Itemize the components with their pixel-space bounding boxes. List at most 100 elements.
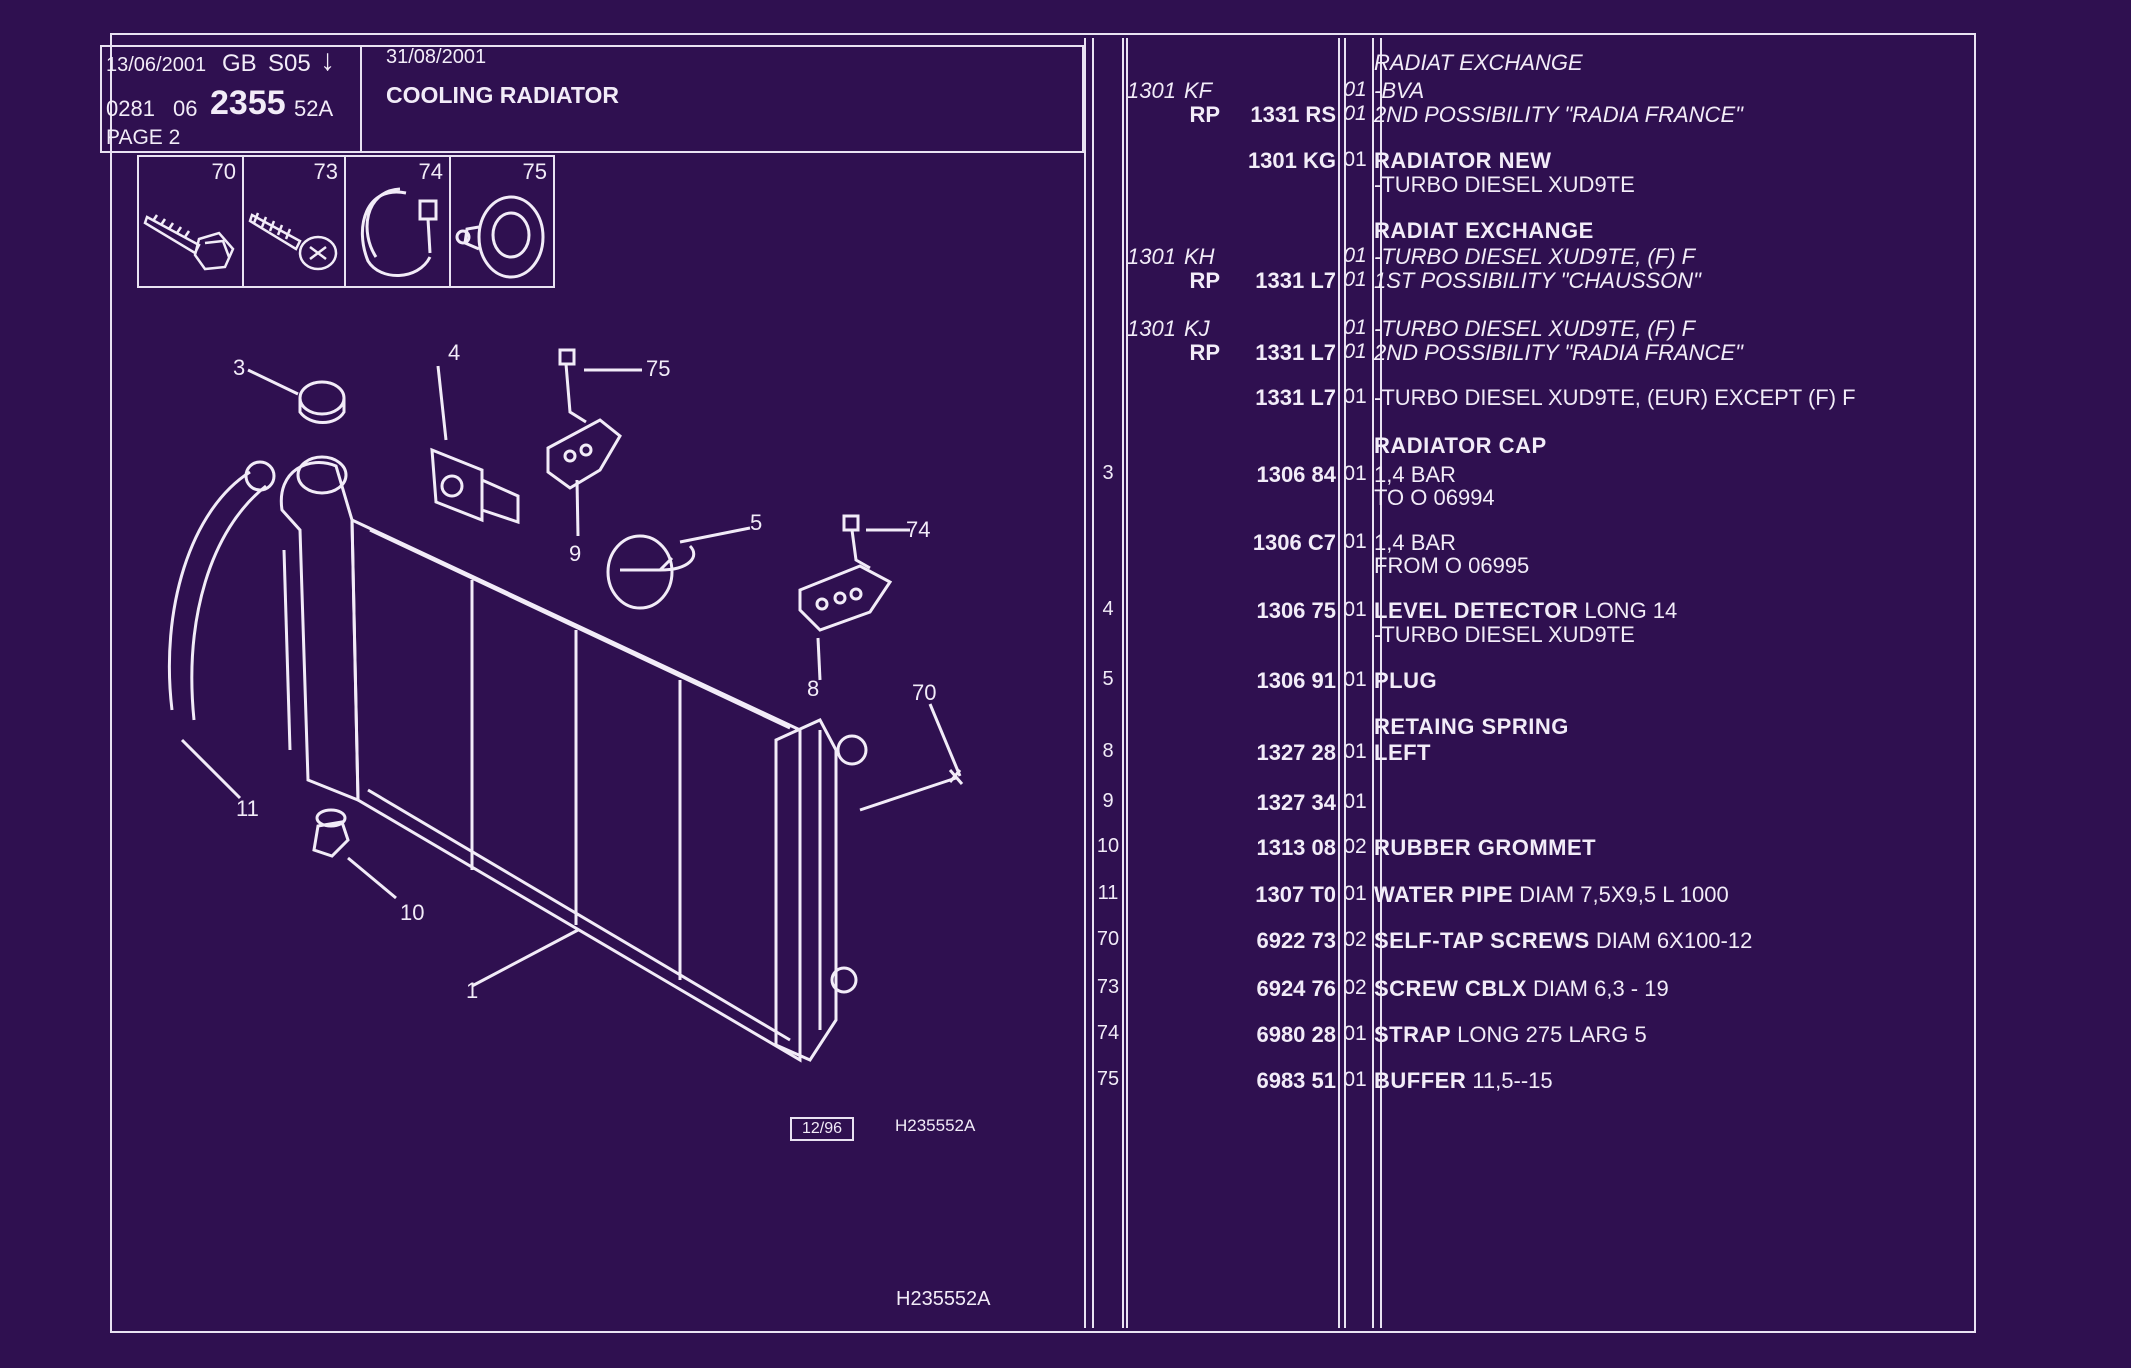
part-qty: 01 <box>1343 740 1367 763</box>
page-frame <box>110 33 1976 1333</box>
part-description: LEFT <box>1374 740 1431 766</box>
part-description: RADIATOR NEW <box>1374 148 1552 174</box>
part-number: 1306 84 <box>1256 462 1336 487</box>
part-description-text: LONG 275 LARG 5 <box>1451 1022 1647 1047</box>
part-description: SELF-TAP SCREWS DIAM 6X100-12 <box>1374 928 1752 954</box>
callout-10: 10 <box>400 900 424 925</box>
part-description-bold: PLUG <box>1374 668 1438 693</box>
part-description-bold: RETAING SPRING <box>1374 714 1569 739</box>
part-qty: 01 <box>1343 1022 1367 1045</box>
part-description: -TURBO DIESEL XUD9TE <box>1374 622 1635 648</box>
header-code: S05 <box>268 50 311 77</box>
strap-icon <box>360 187 438 277</box>
thumb-number: 75 <box>522 159 547 184</box>
part-ref: 8 <box>1102 740 1114 762</box>
callout-3: 3 <box>233 355 245 380</box>
part-description: 1,4 BAR <box>1374 530 1456 556</box>
part-description: BUFFER 11,5--15 <box>1374 1068 1553 1094</box>
part-ref: 74 <box>1096 1022 1120 1044</box>
part-qty: 01 <box>1343 102 1367 125</box>
thumb-74: 74 <box>344 155 451 288</box>
part-qty: 01 <box>1343 462 1367 485</box>
part-prefix: 1301 <box>1127 316 1176 341</box>
part-number: 1306 75 <box>1256 598 1336 623</box>
part-description: FROM O 06995 <box>1374 553 1529 579</box>
part-number: 1331 L7 <box>1255 385 1336 410</box>
part-qty: 01 <box>1343 316 1367 339</box>
part-description-text: -TURBO DIESEL XUD9TE, (EUR) EXCEPT (F) F <box>1374 385 1856 410</box>
part-description-bold: LEFT <box>1374 740 1431 765</box>
part-description: RADIAT EXCHANGE <box>1374 218 1594 244</box>
part-description-bold: LEVEL DETECTOR <box>1374 598 1579 623</box>
header-line2-c: 52A <box>294 96 334 121</box>
part-description: -TURBO DIESEL XUD9TE, (EUR) EXCEPT (F) F <box>1374 385 1856 411</box>
part-description-text: 1,4 BAR <box>1374 530 1456 555</box>
table-divider-5 <box>1338 38 1340 1328</box>
part-description: WATER PIPE DIAM 7,5X9,5 L 1000 <box>1374 882 1729 908</box>
part-qty: 01 <box>1343 882 1367 905</box>
bolt-icon <box>143 214 235 271</box>
part-number: 1301 KG <box>1247 148 1336 173</box>
part-description: -TURBO DIESEL XUD9TE, (F) F <box>1374 316 1695 342</box>
part-description-text: FROM O 06995 <box>1374 553 1530 578</box>
part-description-text: 1ST POSSIBILITY "CHAUSSON" <box>1374 268 1701 293</box>
callout-70: 70 <box>912 680 936 705</box>
screw-icon <box>248 212 338 271</box>
part-qty: 01 <box>1343 268 1367 291</box>
part-number: 1331 RS <box>1250 102 1336 127</box>
part-prefix: 1301 <box>1127 78 1176 103</box>
part-qty: 02 <box>1343 835 1367 858</box>
part-description-bold: SELF-TAP SCREWS <box>1374 928 1590 953</box>
part-number: 1313 08 <box>1256 835 1336 860</box>
part-description-text: -TURBO DIESEL XUD9TE, (F) F <box>1374 316 1696 341</box>
part-description-bold: RADIAT EXCHANGE <box>1374 218 1594 243</box>
part-prefix: RP <box>1189 268 1220 293</box>
part-number: KH <box>1184 244 1215 269</box>
part-number: 1327 34 <box>1256 790 1336 815</box>
part-description-bold: RADIATOR CAP <box>1374 433 1547 458</box>
table-divider-7 <box>1372 38 1374 1328</box>
part-description-text: 2ND POSSIBILITY "RADIA FRANCE" <box>1374 340 1743 365</box>
diagram-date-box: 12/96 <box>790 1117 854 1141</box>
part-ref: 9 <box>1102 790 1114 812</box>
callout-75: 75 <box>646 356 670 381</box>
part-qty: 01 <box>1343 530 1367 553</box>
part-description: -BVA <box>1374 78 1424 104</box>
part-description: SCREW CBLX DIAM 6,3 - 19 <box>1374 976 1669 1002</box>
part-ref: 73 <box>1096 976 1120 998</box>
buffer-icon <box>455 195 545 279</box>
part-number: 6983 51 <box>1256 1068 1336 1093</box>
table-divider-3 <box>1122 38 1124 1328</box>
part-description: 1ST POSSIBILITY "CHAUSSON" <box>1374 268 1701 294</box>
thumb-75: 75 <box>449 155 555 288</box>
table-divider-4 <box>1126 38 1128 1328</box>
part-number: 1331 L7 <box>1255 340 1336 365</box>
diagram-date-box-text: 12/96 <box>801 1120 843 1137</box>
part-ref: 4 <box>1102 598 1114 620</box>
table-divider-2 <box>1092 38 1094 1328</box>
part-prefix: RP <box>1189 340 1220 365</box>
callout-8: 8 <box>807 676 819 701</box>
part-qty: 01 <box>1343 668 1367 691</box>
part-qty: 02 <box>1343 928 1367 951</box>
part-number: 1306 91 <box>1256 668 1336 693</box>
part-qty: 01 <box>1343 148 1367 171</box>
part-description: 2ND POSSIBILITY "RADIA FRANCE" <box>1374 340 1743 366</box>
part-description-bold: RADIATOR NEW <box>1374 148 1552 173</box>
callout-11: 11 <box>236 796 259 821</box>
part-number: 1331 L7 <box>1255 268 1336 293</box>
part-description-bold: RUBBER GROMMET <box>1374 835 1597 860</box>
part-description: -TURBO DIESEL XUD9TE <box>1374 172 1635 198</box>
part-description-text: -TURBO DIESEL XUD9TE <box>1374 172 1635 197</box>
part-qty: 01 <box>1343 340 1367 363</box>
part-qty: 01 <box>1343 1068 1367 1091</box>
part-description-text: RADIAT EXCHANGE <box>1374 50 1583 75</box>
header-line2-big: 2355 <box>210 84 286 122</box>
part-description: 2ND POSSIBILITY "RADIA FRANCE" <box>1374 102 1743 128</box>
part-description-text: DIAM 7,5X9,5 L 1000 <box>1513 882 1729 907</box>
table-divider-6 <box>1344 38 1346 1328</box>
part-prefix: RP <box>1189 102 1220 127</box>
part-description: STRAP LONG 275 LARG 5 <box>1374 1022 1647 1048</box>
part-description-text: 11,5--15 <box>1466 1068 1553 1093</box>
part-number: 1327 28 <box>1256 740 1336 765</box>
